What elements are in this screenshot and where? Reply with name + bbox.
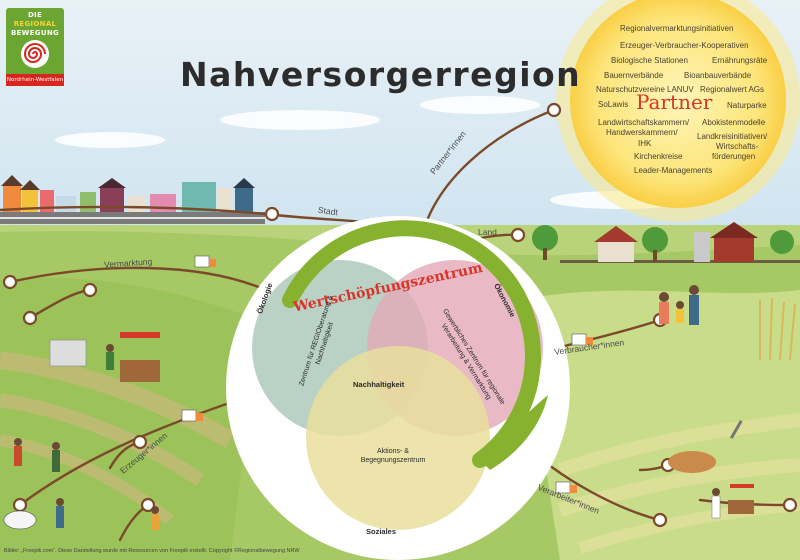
- label-land: Land: [478, 227, 497, 237]
- aktions-line-2: Begegnungszentrum: [360, 456, 426, 464]
- logo-line-3: BEWEGUNG: [10, 29, 60, 37]
- logo-subtitle: Nordrhein-Westfalen: [6, 74, 64, 86]
- partner-item: Naturschutzvereine: [596, 85, 665, 94]
- partner-item: Naturparke: [727, 101, 767, 110]
- partner-item: Landkreisinitiativen/: [697, 132, 768, 141]
- family-figures: [659, 285, 699, 325]
- partner-item: Leader-Managements: [634, 166, 713, 175]
- image-credit: Bilder: „Freepik.com“. Diese Darstellung…: [4, 548, 300, 554]
- logo-line-2: REGIONAL: [13, 20, 57, 28]
- partner-item: Regionalwert AGs: [700, 85, 765, 94]
- bakery-and-butcher: [668, 420, 754, 519]
- page-title: Nahversorgerregion: [180, 55, 582, 94]
- logo-line-1: DIE: [27, 11, 43, 19]
- partner-heading: Partner: [636, 90, 713, 114]
- market-stand: [49, 332, 160, 382]
- aktions-line-1: Aktions- &: [377, 448, 409, 455]
- label-nachhaltigkeit: Nachhaltigkeit: [353, 380, 405, 389]
- label-soziales: Soziales: [366, 527, 397, 536]
- partner-item: LANUV: [667, 85, 694, 94]
- sustainability-diagram: [226, 216, 570, 560]
- partner-item: Ernährungsräte: [712, 56, 768, 65]
- city-skyline: [0, 175, 265, 224]
- regionalbewegung-logo: DIE REGIONAL BEWEGUNG Nordrhein-Westfale…: [6, 8, 64, 86]
- delivery-truck: [181, 255, 593, 494]
- partner-item: IHK: [638, 139, 652, 148]
- partner-item: Landwirtschaftskammern/: [598, 118, 690, 127]
- partner-item: Bioanbauverbände: [684, 71, 752, 80]
- sun: [556, 0, 800, 222]
- farmers-and-animals: [3, 438, 159, 530]
- partner-item: Biologische Stationen: [611, 56, 688, 65]
- partner-item: Erzeuger-Verbraucher-Kooperativen: [620, 41, 749, 50]
- partner-item: Regionalvermarktungsinitiativen: [620, 24, 734, 33]
- wheat-field: [759, 297, 796, 361]
- partner-item: förderungen: [712, 152, 756, 161]
- partner-item: Wirtschafts-: [716, 142, 759, 151]
- label-aktions-begegnungszentrum: Aktions- & Begegnungszentrum: [338, 448, 448, 465]
- swirl-icon: [21, 40, 49, 68]
- partner-item: SoLawis: [598, 100, 629, 109]
- partner-item: Bauernverbände: [604, 71, 664, 80]
- partner-item: Handwerskammern/: [606, 128, 678, 137]
- farm-buildings: [532, 222, 800, 263]
- partner-item: Abokistenmodelle: [702, 118, 766, 127]
- partner-item: Kirchenkreise: [634, 152, 683, 161]
